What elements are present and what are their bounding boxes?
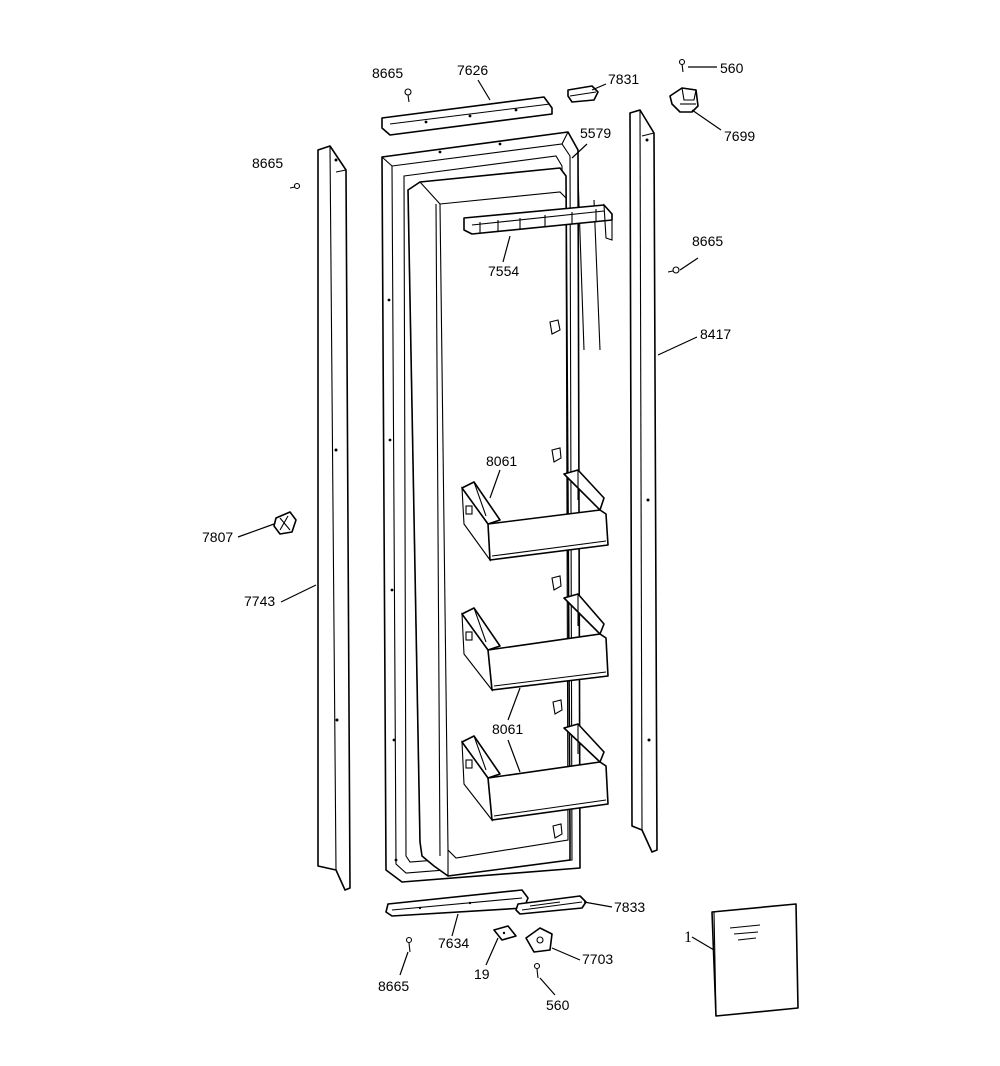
label-8665-top: 8665 <box>372 65 403 81</box>
screw-part <box>405 936 413 953</box>
label-7699: 7699 <box>724 128 755 144</box>
leader-lines <box>237 66 722 996</box>
label-7703: 7703 <box>582 951 613 967</box>
bottom-hinge-part <box>525 927 553 953</box>
door-bin-part <box>461 723 609 822</box>
label-8665-right: 8665 <box>692 233 723 249</box>
top-cap-part <box>381 96 553 136</box>
label-7831: 7831 <box>608 71 639 87</box>
screw-part <box>289 182 301 190</box>
hinge-cover-bottom-part <box>515 895 587 915</box>
label-1: 1 <box>684 929 692 946</box>
right-door-trim-part <box>629 109 658 853</box>
label-8665-left: 8665 <box>252 155 283 171</box>
label-8061-lower: 8061 <box>492 721 523 737</box>
left-door-trim-part <box>317 145 351 891</box>
screw-part <box>533 962 541 979</box>
bottom-cap-part <box>385 889 529 917</box>
label-7807: 7807 <box>202 529 233 545</box>
label-8061-upper: 8061 <box>486 453 517 469</box>
screw-part <box>404 88 412 103</box>
shim-part <box>493 925 517 941</box>
label-7833: 7833 <box>614 899 645 915</box>
label-560-bottom: 560 <box>546 997 570 1013</box>
label-7626: 7626 <box>457 62 488 78</box>
label-7743: 7743 <box>244 593 275 609</box>
door-rail-part <box>463 203 613 241</box>
door-bin-part <box>461 469 609 562</box>
screw-part <box>667 266 680 274</box>
top-hinge-part <box>669 87 699 113</box>
label-560-top: 560 <box>720 60 744 76</box>
label-7634: 7634 <box>438 935 469 951</box>
label-8665-bottom: 8665 <box>378 978 409 994</box>
screw-part <box>678 58 686 73</box>
door-bin-part <box>461 593 609 692</box>
label-5579: 5579 <box>580 125 611 141</box>
owner-manual-part <box>711 903 799 1017</box>
damper-part <box>273 511 297 535</box>
label-19: 19 <box>474 966 490 982</box>
hinge-cover-part <box>567 85 599 103</box>
label-7554: 7554 <box>488 263 519 279</box>
label-8417: 8417 <box>700 326 731 342</box>
part-labels: 8665 7626 7831 560 7699 5579 8665 7554 8… <box>202 60 755 1013</box>
